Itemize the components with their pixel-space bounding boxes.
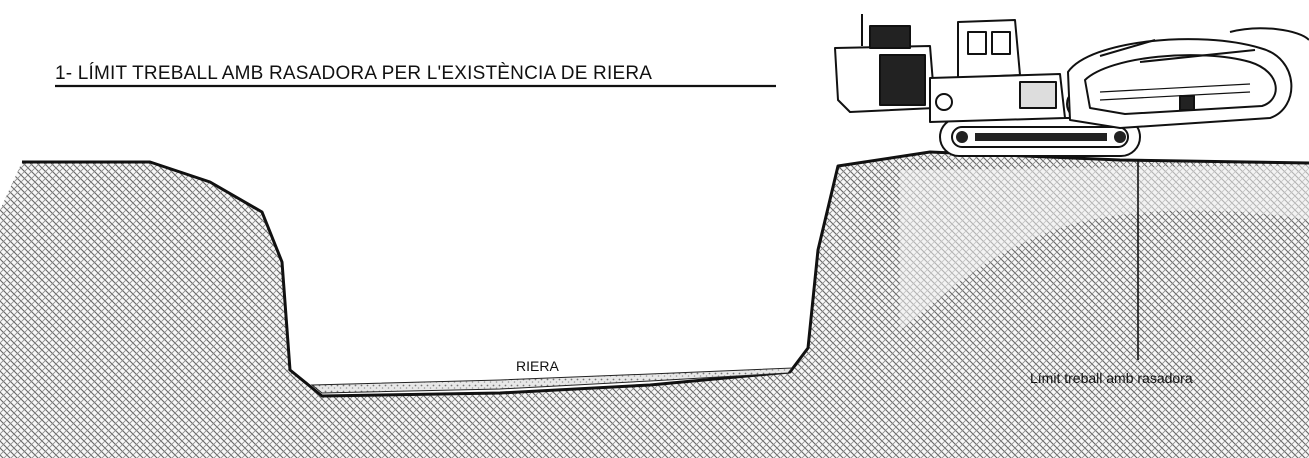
diagram-title: 1- LÍMIT TREBALL AMB RASADORA PER L'EXIS…	[55, 63, 652, 84]
ground-light-zone	[900, 165, 1309, 330]
stream-bed	[310, 367, 794, 394]
trencher-excavator-icon	[834, 14, 1309, 157]
ground-surface-outline	[22, 150, 1309, 398]
limit-callout-label: Límit treball amb rasadora	[1030, 370, 1193, 386]
stream-label: RIERA	[516, 358, 559, 374]
